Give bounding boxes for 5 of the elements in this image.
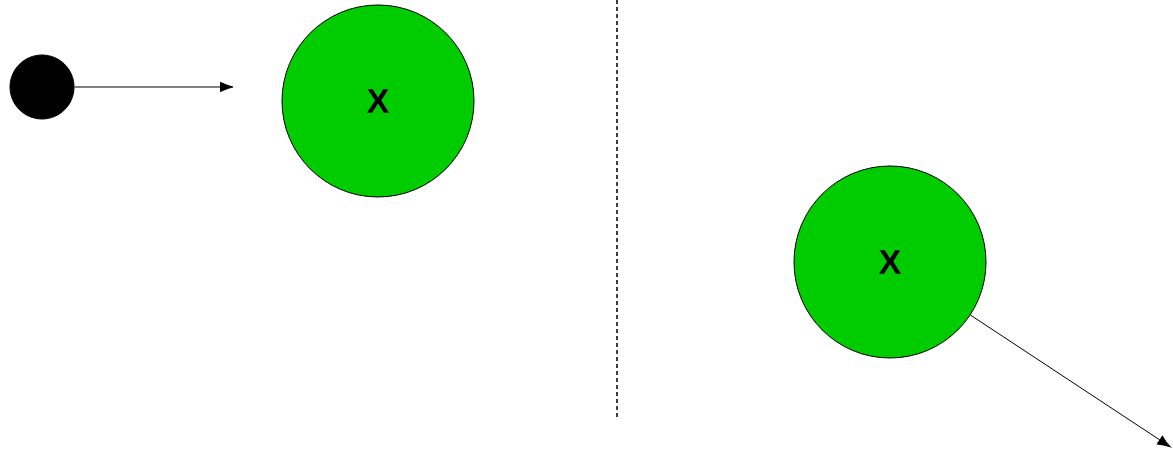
circle-node: X: [793, 165, 987, 359]
arrow: [74, 81, 234, 93]
arrow: [970, 314, 1171, 448]
dot: [9, 54, 75, 120]
circle-node: X: [281, 4, 475, 198]
